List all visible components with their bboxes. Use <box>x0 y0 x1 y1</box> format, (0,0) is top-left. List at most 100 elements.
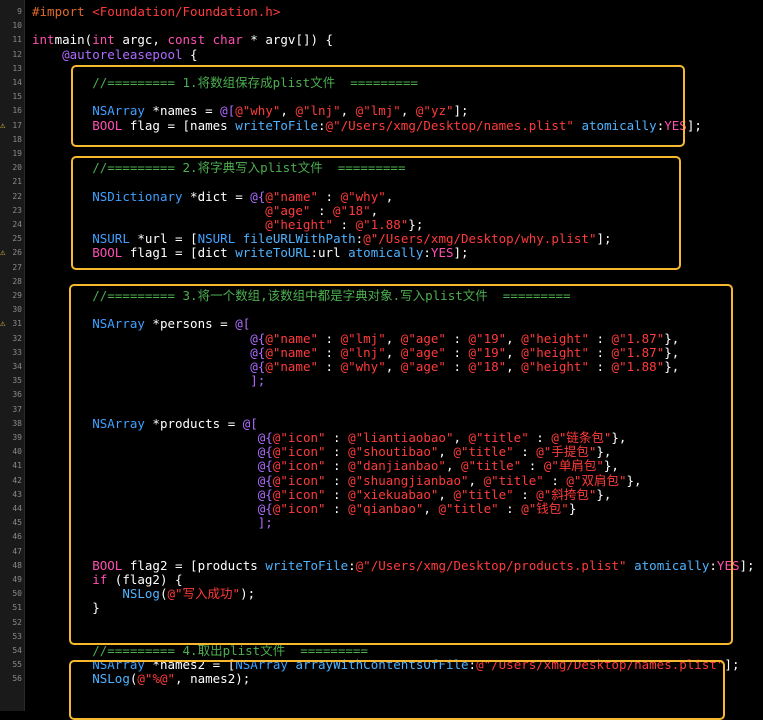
code-token: , <box>506 330 522 346</box>
code-token: @"1.87" <box>611 344 665 360</box>
code-line: @{@"icon" : @"xiekuabao", @"title" : @"斜… <box>32 486 612 502</box>
code-token: @"斜挎包" <box>536 486 597 502</box>
code-token: @{ <box>250 188 266 204</box>
code-token: NSDictionary <box>92 188 183 204</box>
code-token: : <box>318 330 341 346</box>
code-token: argc, <box>114 32 168 48</box>
code-token: atomically <box>581 117 657 133</box>
code-token: , <box>445 458 462 474</box>
code-token: : <box>318 188 341 204</box>
code-token: @"why" <box>340 359 386 374</box>
line-number: 34 <box>12 362 22 371</box>
warning-icon[interactable]: ⚠ <box>0 248 6 259</box>
code-line: ]; <box>32 374 265 388</box>
line-number: 12 <box>12 49 22 59</box>
code-token: : <box>333 217 356 232</box>
code-line: @"age" : @"18", <box>32 202 378 218</box>
line-number: 40 <box>12 447 22 457</box>
line-number: 29 <box>12 291 22 300</box>
line-number: 24 <box>12 220 22 229</box>
code-token: : <box>325 501 349 516</box>
code-line: //========= 3.将一个数组,该数组中都是字典对象.写入plist文件… <box>32 289 570 303</box>
line-number: 25 <box>12 234 22 244</box>
code-token: @"name" <box>265 359 318 374</box>
line-number: 26 <box>12 248 22 258</box>
code-token: : <box>348 557 356 573</box>
code-token: : <box>709 557 717 573</box>
code-line: @{@"icon" : @"qianbao", @"title" : @"钱包"… <box>32 501 577 516</box>
code-line: @{@"icon" : @"shuangjianbao", @"title" :… <box>32 472 642 488</box>
line-number: 50 <box>12 589 22 599</box>
code-token: @[ <box>220 103 236 119</box>
code-token: } <box>32 600 100 616</box>
code-token: : <box>588 359 612 374</box>
code-token: BOOL <box>92 245 123 261</box>
code-token: ( <box>159 586 168 602</box>
code-token: @"icon" <box>272 472 326 488</box>
line-number: 10 <box>12 21 22 31</box>
code-token: }, <box>596 444 612 460</box>
code-token: @"liantiaobao" <box>348 430 454 445</box>
code-token: @[ <box>235 316 251 332</box>
code-token: : <box>513 444 537 460</box>
code-token: @"age" <box>400 330 446 346</box>
code-token: @"qianbao" <box>348 501 424 516</box>
code-token <box>205 32 213 47</box>
line-number: 35 <box>12 376 22 386</box>
code-token: : <box>325 472 349 488</box>
code-token: @{ <box>257 486 273 502</box>
code-token: @"height" <box>521 344 589 360</box>
line-number: 28 <box>12 276 22 286</box>
code-token: @"age" <box>400 359 446 374</box>
line-number: 37 <box>12 404 22 414</box>
line-number: 32 <box>12 333 22 343</box>
code-token: : <box>445 344 469 360</box>
code-token: : <box>498 501 522 516</box>
line-number: 51 <box>12 603 22 613</box>
code-token: }, <box>611 430 627 445</box>
line-number: 17 <box>12 120 22 130</box>
code-token: @"name" <box>265 188 319 204</box>
line-number: 53 <box>12 631 22 641</box>
code-token: @{ <box>250 344 266 360</box>
code-token: : <box>310 202 334 218</box>
code-token: , <box>423 501 439 516</box>
code-token: : <box>325 458 349 474</box>
code-token: }, <box>603 458 619 474</box>
code-line: @autoreleasepool { <box>32 47 197 62</box>
line-number: 19 <box>12 149 22 158</box>
code-token: NSArray <box>92 103 145 119</box>
code-token: @"title" <box>453 486 514 502</box>
code-token: BOOL <box>92 557 123 573</box>
code-token: : <box>588 344 612 360</box>
line-number: 20 <box>12 163 22 173</box>
code-token: : <box>521 458 544 474</box>
code-token: flag2 = [products <box>122 557 266 573</box>
code-line: //========= 4.取出plist文件 ========= <box>32 644 368 658</box>
code-token: BOOL <box>92 117 123 133</box>
warning-icon[interactable]: ⚠ <box>0 319 6 330</box>
code-line: } <box>32 601 100 615</box>
code-line: if (flag2) { <box>32 573 182 587</box>
code-token: : <box>468 657 477 673</box>
warning-icon[interactable]: ⚠ <box>0 120 6 131</box>
code-token: @{ <box>257 444 273 460</box>
highlight-box-section-3 <box>69 284 733 645</box>
line-number: 56 <box>12 674 22 684</box>
code-token: }, <box>596 486 612 502</box>
code-token: #import <box>32 4 93 19</box>
line-number: 15 <box>12 92 22 102</box>
line-number: 47 <box>12 546 22 556</box>
code-token: @"钱包" <box>521 501 569 516</box>
code-line: BOOL flag1 = [dict writeToURL:url atomic… <box>32 245 468 261</box>
code-token: @"icon" <box>272 430 326 445</box>
code-line: //========= 2.将字典写入plist文件 ========= <box>32 161 405 175</box>
code-token: //========= 2.将字典写入plist文件 ========= <box>32 160 406 176</box>
line-number: 9 <box>17 7 22 16</box>
code-token: : <box>656 117 665 133</box>
code-token: * argv[]) { <box>242 32 334 48</box>
code-token: ]; <box>250 373 266 389</box>
code-token: : <box>445 330 469 346</box>
code-token: }, <box>664 330 680 346</box>
